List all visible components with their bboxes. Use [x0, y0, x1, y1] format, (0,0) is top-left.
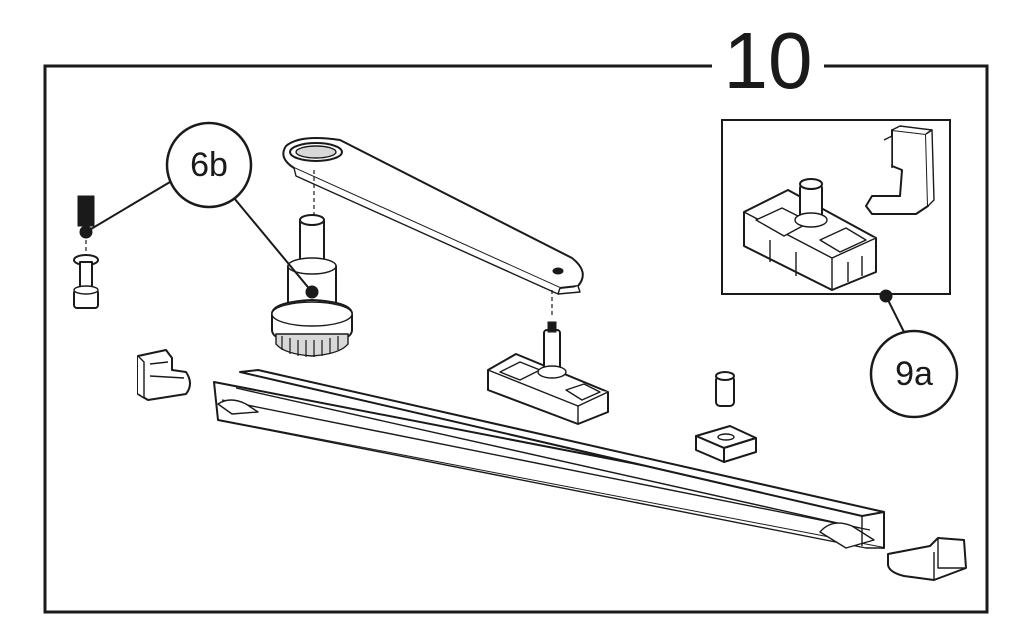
callout-9a-label: 9a: [895, 355, 933, 393]
callout-9a-leaders: [869, 289, 959, 419]
step-frame: [43, 64, 989, 614]
inset-slider-block: [743, 178, 877, 291]
callout-9a-circle: [869, 329, 959, 419]
rail: [213, 369, 885, 549]
lever-arm: [282, 137, 584, 318]
drive-hub: [271, 214, 353, 357]
step-number: 10: [712, 16, 824, 106]
inset-end-clip: [865, 125, 935, 215]
square-nut: [695, 425, 757, 463]
pin: [715, 371, 735, 407]
slider-block: [487, 321, 609, 425]
callout-6b-leaders: [79, 121, 319, 299]
bolt-and-washer: [73, 195, 99, 309]
left-end-cap: [137, 349, 191, 401]
callout-6b-label: 6b: [190, 146, 228, 184]
callout-6b-circle: [165, 121, 253, 209]
right-end-cap: [887, 537, 967, 581]
